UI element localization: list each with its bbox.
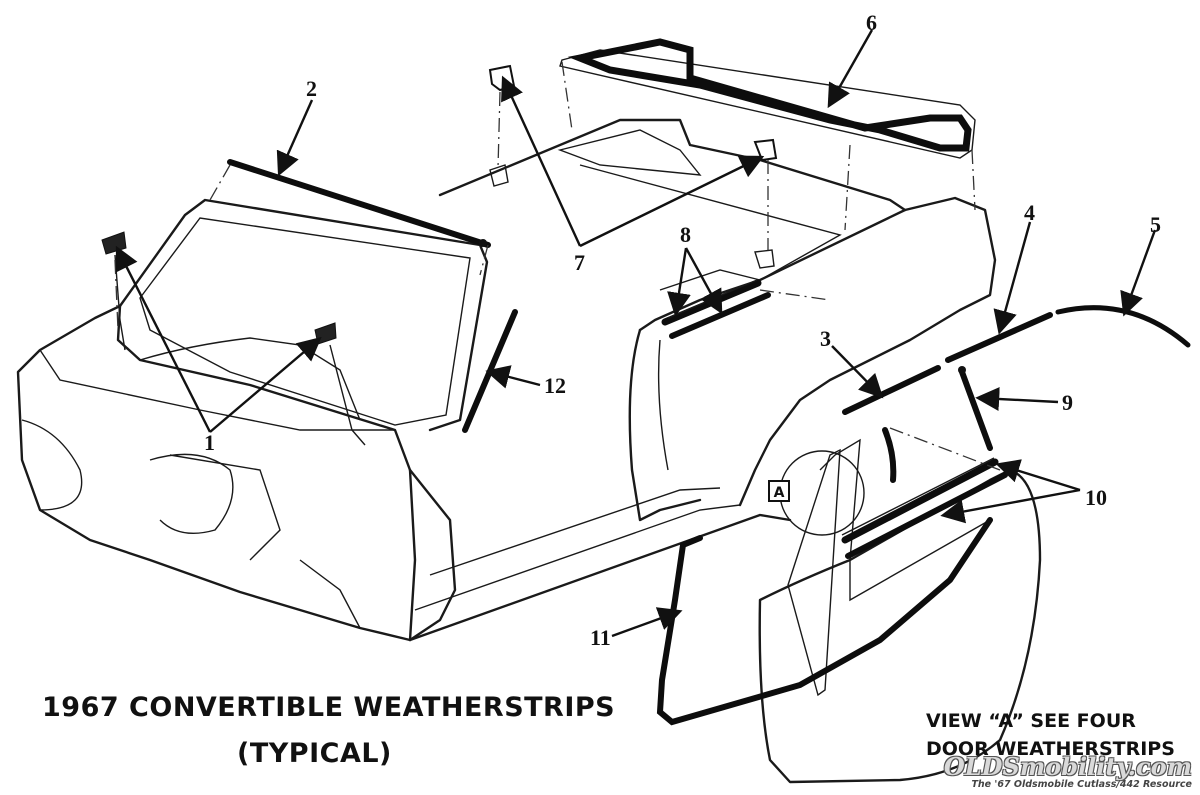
clip-1a	[101, 231, 127, 255]
callout-7: 7	[574, 250, 585, 275]
weatherstrip-9	[959, 369, 993, 451]
callout-9: 9	[1062, 390, 1073, 415]
weatherstrip-11	[656, 517, 993, 726]
alignment-lines	[114, 61, 1001, 471]
watermark: OLDSmobility.com The '67 Oldsmobile Cutl…	[944, 752, 1198, 794]
callout-11: 11	[590, 625, 611, 650]
weatherstrip-12	[462, 309, 518, 433]
weatherstrip-6	[567, 38, 972, 152]
callout-5: 5	[1150, 212, 1161, 237]
weatherstrip-10a	[841, 458, 999, 544]
callout-8: 8	[680, 222, 691, 247]
weatherstrip-2	[227, 159, 491, 248]
car-body	[16, 118, 997, 642]
callout-labels: 1 2 3 4 5 6 7 8 9 10 11 12	[204, 10, 1161, 650]
view-a-marker: A	[774, 485, 785, 501]
watermark-logo: OLDSmobility.com	[943, 752, 1192, 781]
view-a-detail: A	[768, 450, 865, 536]
view-note-line-1: VIEW “A” SEE FOUR	[926, 710, 1136, 732]
callout-12: 12	[544, 373, 566, 398]
callout-2: 2	[306, 76, 317, 101]
diagram-subtitle: (TYPICAL)	[237, 738, 392, 769]
watermark-tagline: The '67 Oldsmobile Cutlass/442 Resource	[971, 779, 1192, 790]
view-a-note: VIEW “A” SEE FOUR DOOR WEATHERSTRIPS	[926, 707, 1175, 763]
callout-1: 1	[204, 430, 215, 455]
clip-7a	[488, 64, 516, 92]
weatherstrip-3	[842, 365, 941, 415]
leader-lines	[115, 29, 1157, 638]
weatherstrip-10b	[845, 472, 1008, 559]
clip-7b	[753, 138, 778, 162]
view-a-circle	[779, 450, 865, 536]
top-boot-assembly	[559, 38, 976, 159]
view-note-line-2: DOOR WEATHERSTRIPS	[926, 738, 1175, 760]
callout-3: 3	[820, 326, 831, 351]
callout-4: 4	[1024, 200, 1035, 225]
callout-6: 6	[866, 10, 877, 35]
weatherstrip-4	[945, 312, 1053, 363]
weatherstrip-5	[1055, 305, 1191, 348]
diagram-title: 1967 CONVERTIBLE WEATHERSTRIPS	[42, 692, 616, 723]
callout-10: 10	[1085, 485, 1107, 510]
view-a-marker-box	[768, 480, 790, 502]
weatherstrip-8b	[669, 292, 771, 339]
